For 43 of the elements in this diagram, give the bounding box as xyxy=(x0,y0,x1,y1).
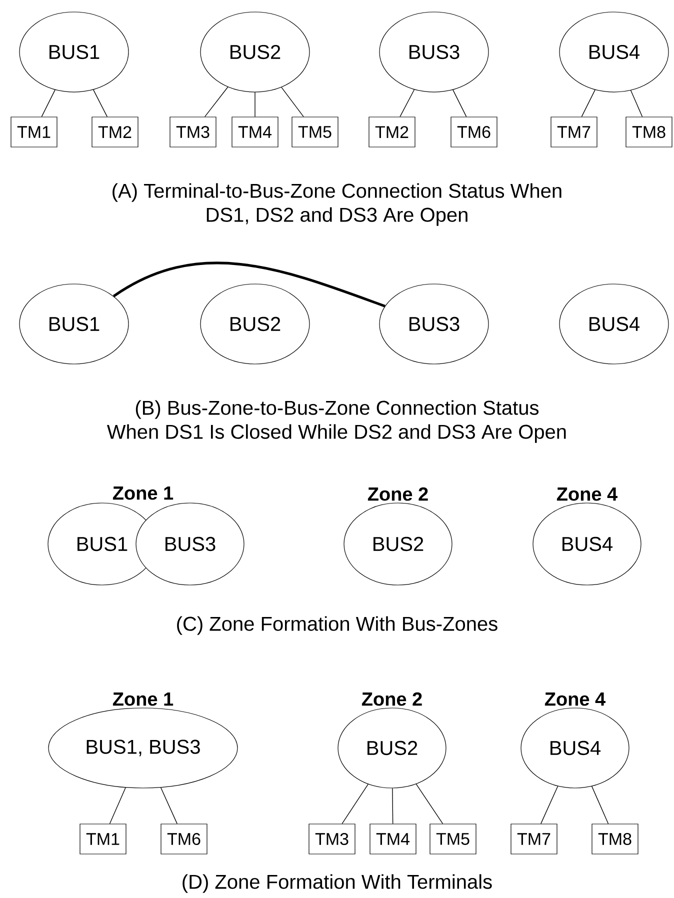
terminal-box: TM8 xyxy=(626,116,672,148)
caption: (A) Terminal-to-Bus-Zone Connection Status When DS1, DS2 and DS3 Are Open xyxy=(112,183,562,226)
terminal-box: TM1 xyxy=(10,116,58,148)
connector-line xyxy=(160,787,178,824)
zone-heading: Zone 4 xyxy=(556,488,618,501)
terminal-box: TM6 xyxy=(450,116,498,148)
zone-heading: Zone 2 xyxy=(368,487,428,501)
connector-line xyxy=(452,89,467,118)
terminal-box: TM4 xyxy=(370,824,416,854)
terminal-box: TM6 xyxy=(160,824,208,854)
connector-line xyxy=(204,86,228,118)
connector-line xyxy=(416,784,444,824)
terminal-box: TM5 xyxy=(292,116,338,148)
terminal-box: TM4 xyxy=(232,116,278,148)
connector-line xyxy=(109,787,126,824)
terminal-box: TM7 xyxy=(550,116,598,148)
connector-line xyxy=(540,786,558,824)
terminal-box: TM7 xyxy=(510,824,558,854)
caption: (C) Zone Formation With Bus-Zones xyxy=(177,616,498,635)
connector-line xyxy=(581,89,596,118)
caption: (B) Bus-Zone-to-Bus-Zone Connection Status When DS1 Is Closed While DS2 and DS3 Are Open xyxy=(106,400,566,443)
connector-line xyxy=(630,90,643,118)
connector-line xyxy=(392,788,394,824)
connector-line xyxy=(281,86,304,118)
terminal-box: TM2 xyxy=(92,116,138,148)
connector-line xyxy=(254,92,256,118)
terminal-box: TM5 xyxy=(430,824,476,854)
connector-line xyxy=(591,786,609,824)
terminal-box: TM3 xyxy=(308,824,356,854)
zone-heading: Zone 1 xyxy=(112,486,174,500)
zone-heading: Zone 4 xyxy=(544,692,606,706)
connector-line xyxy=(41,89,56,118)
terminal-box: TM1 xyxy=(80,824,126,854)
connector-line xyxy=(342,784,368,824)
zone-heading: Zone 1 xyxy=(112,692,174,706)
caption: (D) Zone Formation With Terminals xyxy=(182,874,492,893)
terminal-box: TM3 xyxy=(170,116,216,148)
connector-line xyxy=(400,89,415,118)
zone-heading: Zone 2 xyxy=(362,692,422,706)
terminal-box: TM8 xyxy=(592,824,638,854)
connector-line xyxy=(113,262,386,308)
connector-line xyxy=(92,89,108,118)
terminal-box: TM2 xyxy=(368,116,416,148)
